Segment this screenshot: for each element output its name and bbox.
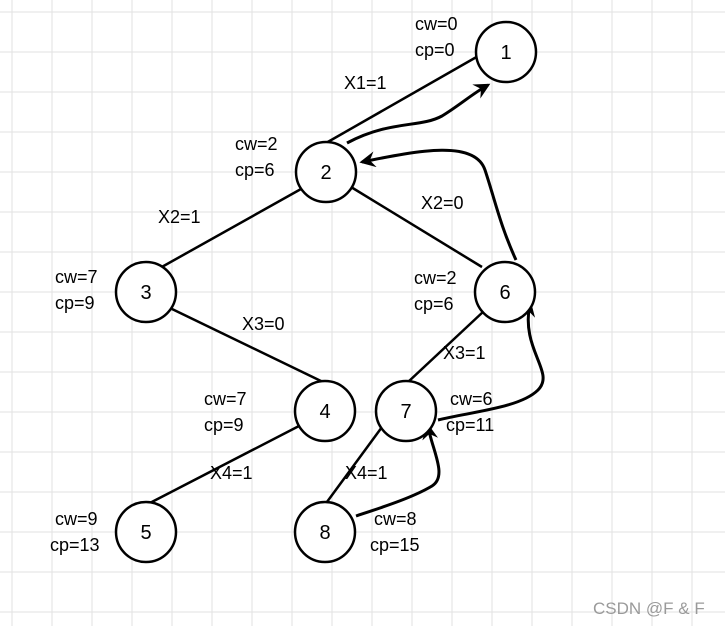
node-5-cw: cw=9 — [55, 509, 98, 529]
node-8-cp: cp=15 — [370, 535, 420, 555]
node-side-labels: cw=0 cp=0 cw=2 cp=6 cw=7 cp=9 cw=7 cp=9 … — [50, 14, 494, 555]
edge-3-4 — [171, 307, 324, 384]
node-1-cw: cw=0 — [415, 14, 458, 34]
node-8-cw: cw=8 — [374, 509, 417, 529]
backtrack-arrow-7-6 — [437, 300, 545, 422]
edge-1-2 — [325, 53, 481, 145]
node-2-cp: cp=6 — [235, 160, 275, 180]
node-5-label: 5 — [140, 522, 151, 544]
edge-label-x1-1: X1=1 — [344, 73, 387, 93]
node-3-label: 3 — [140, 282, 151, 304]
backtrack-arrow-8-7 — [355, 423, 441, 518]
node-8-label: 8 — [319, 522, 330, 544]
node-7: 7 — [374, 379, 438, 443]
watermark: CSDN @F & F — [593, 599, 705, 618]
edge-label-x4-1-right: X4=1 — [345, 463, 388, 483]
node-6-cw: cw=2 — [414, 268, 457, 288]
node-6-cp: cp=6 — [414, 294, 454, 314]
edge-label-x2-1: X2=1 — [158, 207, 201, 227]
backtrack-arrow-6-2 — [359, 148, 518, 261]
edge-label-x2-0: X2=0 — [421, 193, 464, 213]
node-4: 4 — [293, 379, 357, 443]
node-4-cw: cw=7 — [204, 389, 247, 409]
node-7-cp: cp=11 — [446, 415, 494, 435]
node-3-cw: cw=7 — [55, 267, 98, 287]
edge-7-8 — [322, 426, 384, 507]
node-6: 6 — [473, 260, 537, 324]
edge-label-x3-1: X3=1 — [443, 343, 486, 363]
node-2-label: 2 — [320, 162, 331, 184]
edge-label-x4-1-left: X4=1 — [210, 463, 253, 483]
node-1-cp: cp=0 — [415, 40, 455, 60]
node-2: 2 — [294, 140, 358, 204]
node-2-cw: cw=2 — [235, 134, 278, 154]
tree-edges — [145, 53, 485, 507]
node-5-cp: cp=13 — [50, 535, 100, 555]
edge-label-x3-0: X3=0 — [242, 314, 285, 334]
node-1-label: 1 — [500, 42, 511, 64]
node-5: 5 — [114, 500, 178, 564]
edge-2-3 — [159, 187, 302, 270]
backtrack-arrows — [346, 83, 545, 518]
node-1: 1 — [474, 20, 538, 84]
edge-6-7 — [407, 310, 485, 383]
node-7-cw: cw=6 — [450, 389, 493, 409]
node-3-cp: cp=9 — [55, 293, 95, 313]
node-6-label: 6 — [499, 282, 510, 304]
node-4-cp: cp=9 — [204, 415, 244, 435]
backtrack-arrow-2-1 — [346, 83, 491, 145]
edge-4-5 — [145, 424, 300, 507]
tree-nodes: 1 2 3 4 5 6 7 8 — [114, 20, 538, 564]
node-3: 3 — [114, 260, 178, 324]
node-8: 8 — [293, 500, 357, 564]
node-7-label: 7 — [400, 401, 411, 423]
edge-2-6 — [350, 185, 483, 269]
node-4-label: 4 — [319, 401, 330, 423]
edge-labels: X1=1 X2=1 X2=0 X3=0 X4=1 X3=1 X4=1 — [158, 73, 486, 483]
